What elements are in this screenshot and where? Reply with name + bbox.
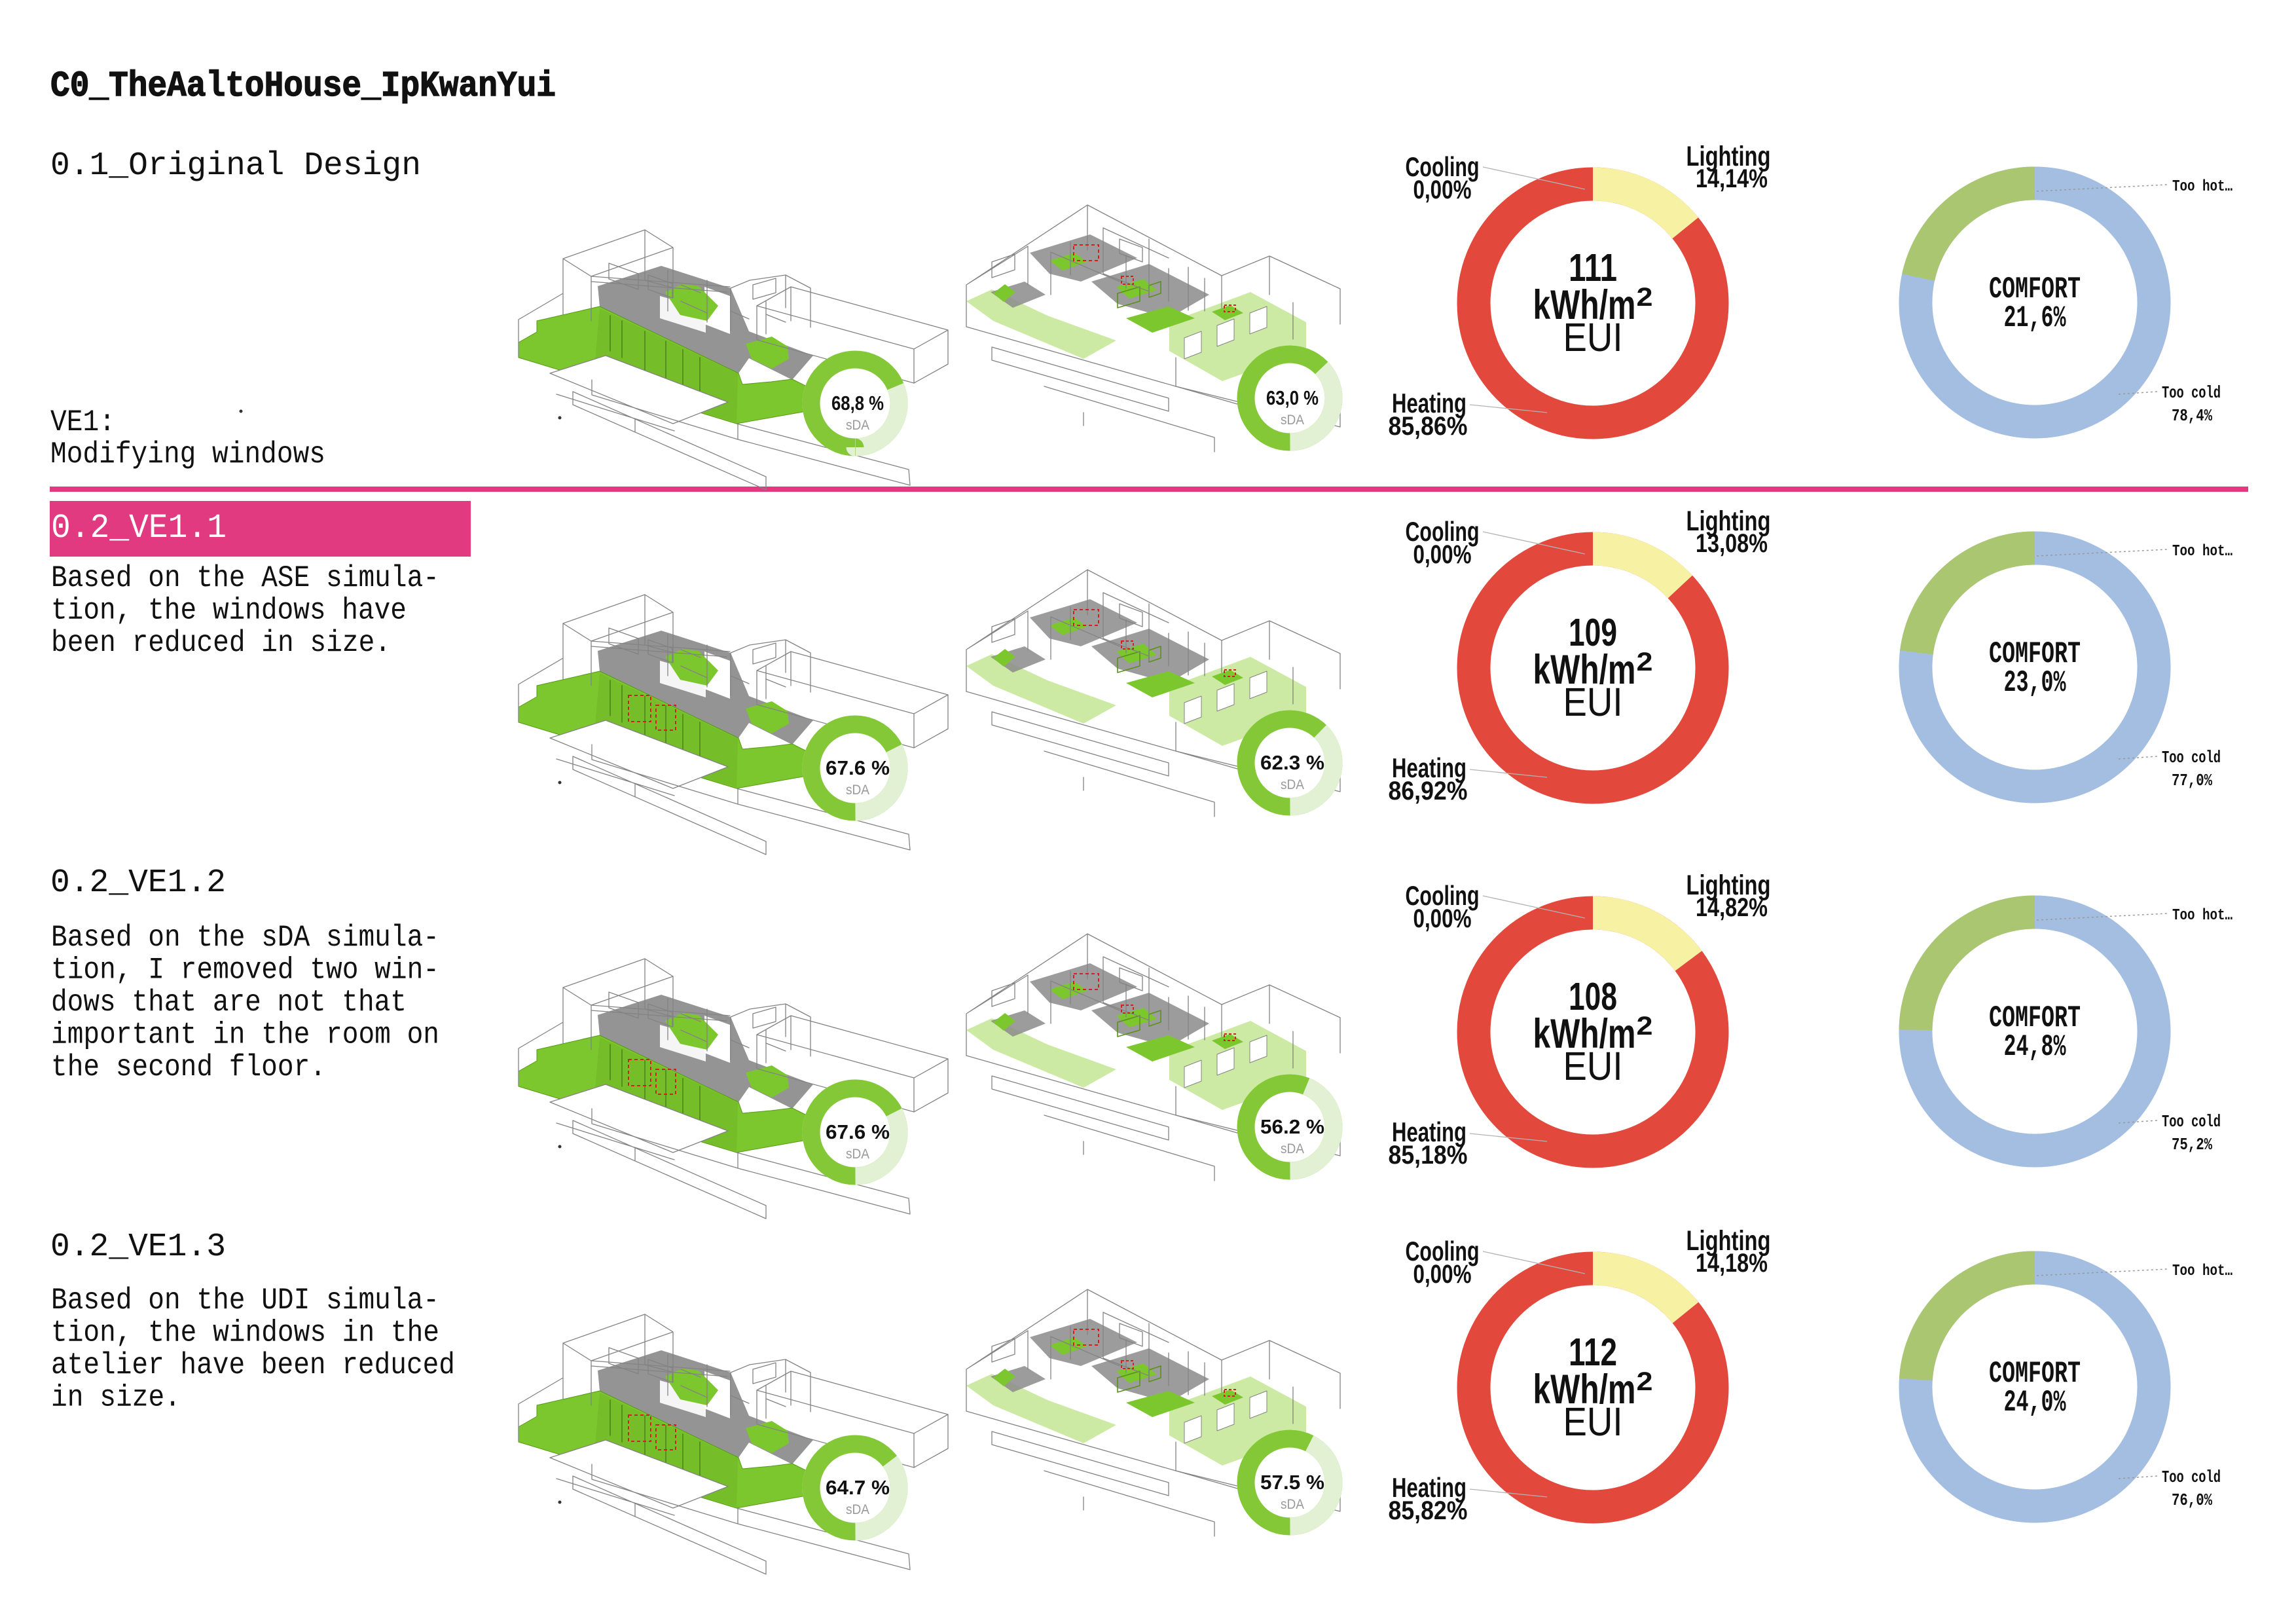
svg-text:EUI: EUI bbox=[1563, 315, 1623, 360]
svg-text:in size.: in size. bbox=[51, 1381, 181, 1415]
svg-text:Cooling: Cooling bbox=[1406, 151, 1480, 182]
svg-text:13,08%: 13,08% bbox=[1696, 529, 1768, 558]
svg-text:atelier have been reduced: atelier have been reduced bbox=[51, 1348, 455, 1382]
svg-text:0,00%: 0,00% bbox=[1413, 540, 1472, 569]
svg-text:57.5 %: 57.5 % bbox=[1260, 1471, 1324, 1494]
svg-text:COMFORT: COMFORT bbox=[1989, 637, 2081, 671]
svg-text:62.3 %: 62.3 % bbox=[1260, 751, 1324, 774]
svg-text:EUI: EUI bbox=[1563, 680, 1623, 724]
svg-text:14,82%: 14,82% bbox=[1696, 893, 1768, 922]
svg-text:been reduced in size.: been reduced in size. bbox=[51, 626, 391, 660]
svg-text:Lighting: Lighting bbox=[1686, 506, 1771, 537]
svg-text:Lighting: Lighting bbox=[1686, 1225, 1771, 1257]
svg-text:Heating: Heating bbox=[1392, 752, 1467, 783]
svg-text:kWh/m: kWh/m bbox=[1533, 1011, 1636, 1057]
svg-text:Lighting: Lighting bbox=[1686, 141, 1771, 172]
svg-text:important in the room on: important in the room on bbox=[51, 1018, 439, 1052]
svg-text:sDA: sDA bbox=[846, 418, 869, 433]
svg-text:85,86%: 85,86% bbox=[1389, 412, 1468, 441]
svg-text:67.6 %: 67.6 % bbox=[826, 1120, 890, 1143]
svg-text:75,2%: 75,2% bbox=[2172, 1135, 2212, 1154]
svg-text:sDA: sDA bbox=[1281, 413, 1304, 428]
svg-text:Heating: Heating bbox=[1392, 388, 1467, 418]
svg-text:Too hot…: Too hot… bbox=[2172, 907, 2232, 925]
svg-text:Lighting: Lighting bbox=[1686, 870, 1771, 901]
svg-text:Too cold: Too cold bbox=[2162, 1112, 2221, 1132]
svg-text:Cooling: Cooling bbox=[1406, 516, 1480, 547]
svg-text:0.1_Original Design: 0.1_Original Design bbox=[50, 147, 421, 185]
svg-text:Based on the UDI simula-: Based on the UDI simula- bbox=[51, 1283, 439, 1318]
svg-text:COMFORT: COMFORT bbox=[1989, 272, 2081, 306]
svg-text:85,82%: 85,82% bbox=[1389, 1496, 1468, 1525]
svg-text:Based on the ASE simula-: Based on the ASE simula- bbox=[51, 561, 439, 595]
svg-text:67.6 %: 67.6 % bbox=[826, 756, 890, 779]
svg-text:tion, I removed two win-: tion, I removed two win- bbox=[51, 953, 439, 987]
svg-text:109: 109 bbox=[1569, 611, 1617, 654]
svg-text:Too hot…: Too hot… bbox=[2172, 1263, 2232, 1280]
svg-text:2: 2 bbox=[1637, 648, 1653, 676]
svg-text:86,92%: 86,92% bbox=[1389, 777, 1468, 805]
svg-text:sDA: sDA bbox=[1281, 1497, 1304, 1512]
svg-text:78,4%: 78,4% bbox=[2172, 406, 2212, 426]
svg-text:0.2_VE1.2: 0.2_VE1.2 bbox=[50, 864, 226, 902]
svg-text:76,0%: 76,0% bbox=[2172, 1490, 2212, 1510]
svg-text:COMFORT: COMFORT bbox=[1989, 1357, 2081, 1391]
svg-text:85,18%: 85,18% bbox=[1389, 1141, 1468, 1170]
svg-text:24,8%: 24,8% bbox=[2004, 1030, 2066, 1064]
svg-text:kWh/m: kWh/m bbox=[1533, 282, 1636, 328]
svg-text:Based on the sDA simula-: Based on the sDA simula- bbox=[51, 921, 439, 955]
svg-text:Cooling: Cooling bbox=[1406, 880, 1480, 911]
svg-text:111: 111 bbox=[1569, 246, 1617, 289]
svg-text:0,00%: 0,00% bbox=[1413, 1260, 1472, 1289]
svg-text:sDA: sDA bbox=[846, 783, 869, 798]
svg-text:0.2_VE1.1: 0.2_VE1.1 bbox=[51, 509, 227, 547]
svg-text:21,6%: 21,6% bbox=[2004, 301, 2066, 335]
svg-text:COMFORT: COMFORT bbox=[1989, 1001, 2081, 1035]
svg-text:56.2 %: 56.2 % bbox=[1260, 1115, 1324, 1138]
svg-text:63,0 %: 63,0 % bbox=[1266, 386, 1319, 409]
svg-text:Too cold: Too cold bbox=[2162, 383, 2221, 403]
svg-text:0,00%: 0,00% bbox=[1413, 904, 1472, 933]
svg-text:77,0%: 77,0% bbox=[2172, 771, 2212, 790]
svg-text:2: 2 bbox=[1637, 1012, 1653, 1041]
svg-text:Modifying windows: Modifying windows bbox=[50, 437, 325, 471]
svg-text:Too hot…: Too hot… bbox=[2172, 543, 2232, 561]
svg-text:kWh/m: kWh/m bbox=[1533, 647, 1636, 693]
svg-text:112: 112 bbox=[1569, 1331, 1617, 1374]
svg-text:Too hot…: Too hot… bbox=[2172, 178, 2232, 196]
svg-text:24,0%: 24,0% bbox=[2004, 1386, 2066, 1420]
svg-text:14,18%: 14,18% bbox=[1696, 1249, 1768, 1278]
svg-text:Too cold: Too cold bbox=[2162, 748, 2221, 767]
svg-text:2: 2 bbox=[1637, 283, 1653, 312]
svg-text:sDA: sDA bbox=[1281, 777, 1304, 792]
svg-text:dows that are not that: dows that are not that bbox=[51, 986, 407, 1020]
svg-text:sDA: sDA bbox=[846, 1502, 869, 1517]
svg-text:68,8 %: 68,8 % bbox=[831, 392, 884, 415]
svg-text:2: 2 bbox=[1637, 1367, 1653, 1396]
svg-text:the second floor.: the second floor. bbox=[51, 1050, 326, 1084]
svg-text:14,14%: 14,14% bbox=[1696, 164, 1768, 193]
svg-text:sDA: sDA bbox=[846, 1147, 869, 1162]
svg-text:sDA: sDA bbox=[1281, 1141, 1304, 1156]
svg-text:VE1:: VE1: bbox=[50, 405, 115, 439]
svg-text:0.2_VE1.3: 0.2_VE1.3 bbox=[50, 1228, 226, 1266]
svg-text:Too cold: Too cold bbox=[2162, 1467, 2221, 1487]
svg-text:64.7 %: 64.7 % bbox=[826, 1476, 890, 1499]
svg-text:Heating: Heating bbox=[1392, 1116, 1467, 1147]
svg-text:tion, the windows have: tion, the windows have bbox=[51, 594, 407, 628]
svg-text:C0_TheAaltoHouse_IpKwanYui: C0_TheAaltoHouse_IpKwanYui bbox=[50, 65, 556, 107]
svg-text:Heating: Heating bbox=[1392, 1472, 1467, 1503]
svg-text:tion, the windows in the: tion, the windows in the bbox=[51, 1316, 439, 1350]
svg-text:EUI: EUI bbox=[1563, 1399, 1623, 1444]
svg-text:0,00%: 0,00% bbox=[1413, 175, 1472, 204]
svg-text:23,0%: 23,0% bbox=[2004, 666, 2066, 700]
svg-text:kWh/m: kWh/m bbox=[1533, 1367, 1636, 1412]
svg-text:Cooling: Cooling bbox=[1406, 1236, 1480, 1266]
svg-text:EUI: EUI bbox=[1563, 1044, 1623, 1088]
svg-text:108: 108 bbox=[1569, 975, 1617, 1018]
